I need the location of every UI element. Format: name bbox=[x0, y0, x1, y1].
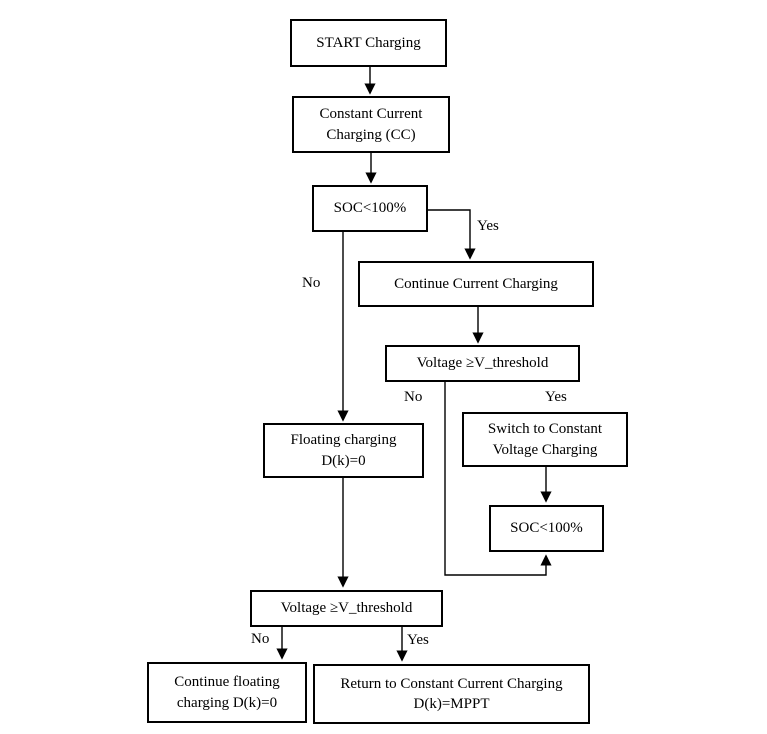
node-continue-floating-line2: charging D(k)=0 bbox=[176, 694, 278, 711]
node-return-cc-line1: Return to Constant Current Charging bbox=[340, 675, 563, 692]
node-floating-line2: D(k)=0 bbox=[321, 452, 366, 469]
node-cc-line1: Constant Current bbox=[319, 106, 423, 123]
node-soc-check-1: SOC<100% bbox=[312, 185, 428, 232]
node-voltage-check-1-label: Voltage ≥V_threshold bbox=[416, 355, 549, 372]
node-return-constant-current: Return to Constant Current Charging D(k)… bbox=[313, 664, 590, 724]
node-constant-current-charging: Constant Current Charging (CC) bbox=[292, 96, 450, 153]
node-start-charging-label: START Charging bbox=[316, 34, 421, 51]
node-soc-check-2-label: SOC<100% bbox=[510, 520, 583, 537]
node-continue-current-label: Continue Current Charging bbox=[394, 275, 558, 292]
node-continue-floating-charging: Continue floating charging D(k)=0 bbox=[147, 662, 307, 723]
edge-label-v1-yes: Yes bbox=[545, 389, 567, 405]
edge-label-v2-yes: Yes bbox=[407, 632, 429, 648]
edge-soc1-yes-to-continue bbox=[428, 209, 476, 260]
node-voltage-check-2-label: Voltage ≥V_threshold bbox=[280, 600, 413, 617]
node-continue-current-charging: Continue Current Charging bbox=[358, 261, 594, 307]
node-switch-constant-voltage: Switch to Constant Voltage Charging bbox=[462, 412, 628, 467]
node-soc-check-2: SOC<100% bbox=[489, 505, 604, 552]
node-voltage-check-2: Voltage ≥V_threshold bbox=[250, 590, 443, 627]
node-voltage-check-1: Voltage ≥V_threshold bbox=[385, 345, 580, 382]
node-floating-charging: Floating charging D(k)=0 bbox=[263, 423, 424, 478]
node-soc-check-1-label: SOC<100% bbox=[333, 200, 407, 217]
node-return-cc-line2: D(k)=MPPT bbox=[413, 696, 490, 712]
node-start-charging: START Charging bbox=[290, 19, 447, 67]
edge-label-v1-no: No bbox=[404, 389, 423, 405]
edge-label-soc1-no: No bbox=[302, 275, 321, 291]
node-switch-cv-line1: Switch to Constant bbox=[487, 421, 603, 438]
node-cc-line2: Charging (CC) bbox=[326, 126, 416, 143]
edge-voltage1-no-to-soc2 bbox=[444, 382, 552, 576]
node-switch-cv-line2: Voltage Charging bbox=[492, 441, 598, 458]
node-floating-line1: Floating charging bbox=[290, 432, 397, 449]
edge-label-soc1-yes: Yes bbox=[477, 218, 499, 234]
node-continue-floating-line1: Continue floating bbox=[174, 674, 280, 691]
edge-label-v2-no: No bbox=[251, 631, 270, 647]
